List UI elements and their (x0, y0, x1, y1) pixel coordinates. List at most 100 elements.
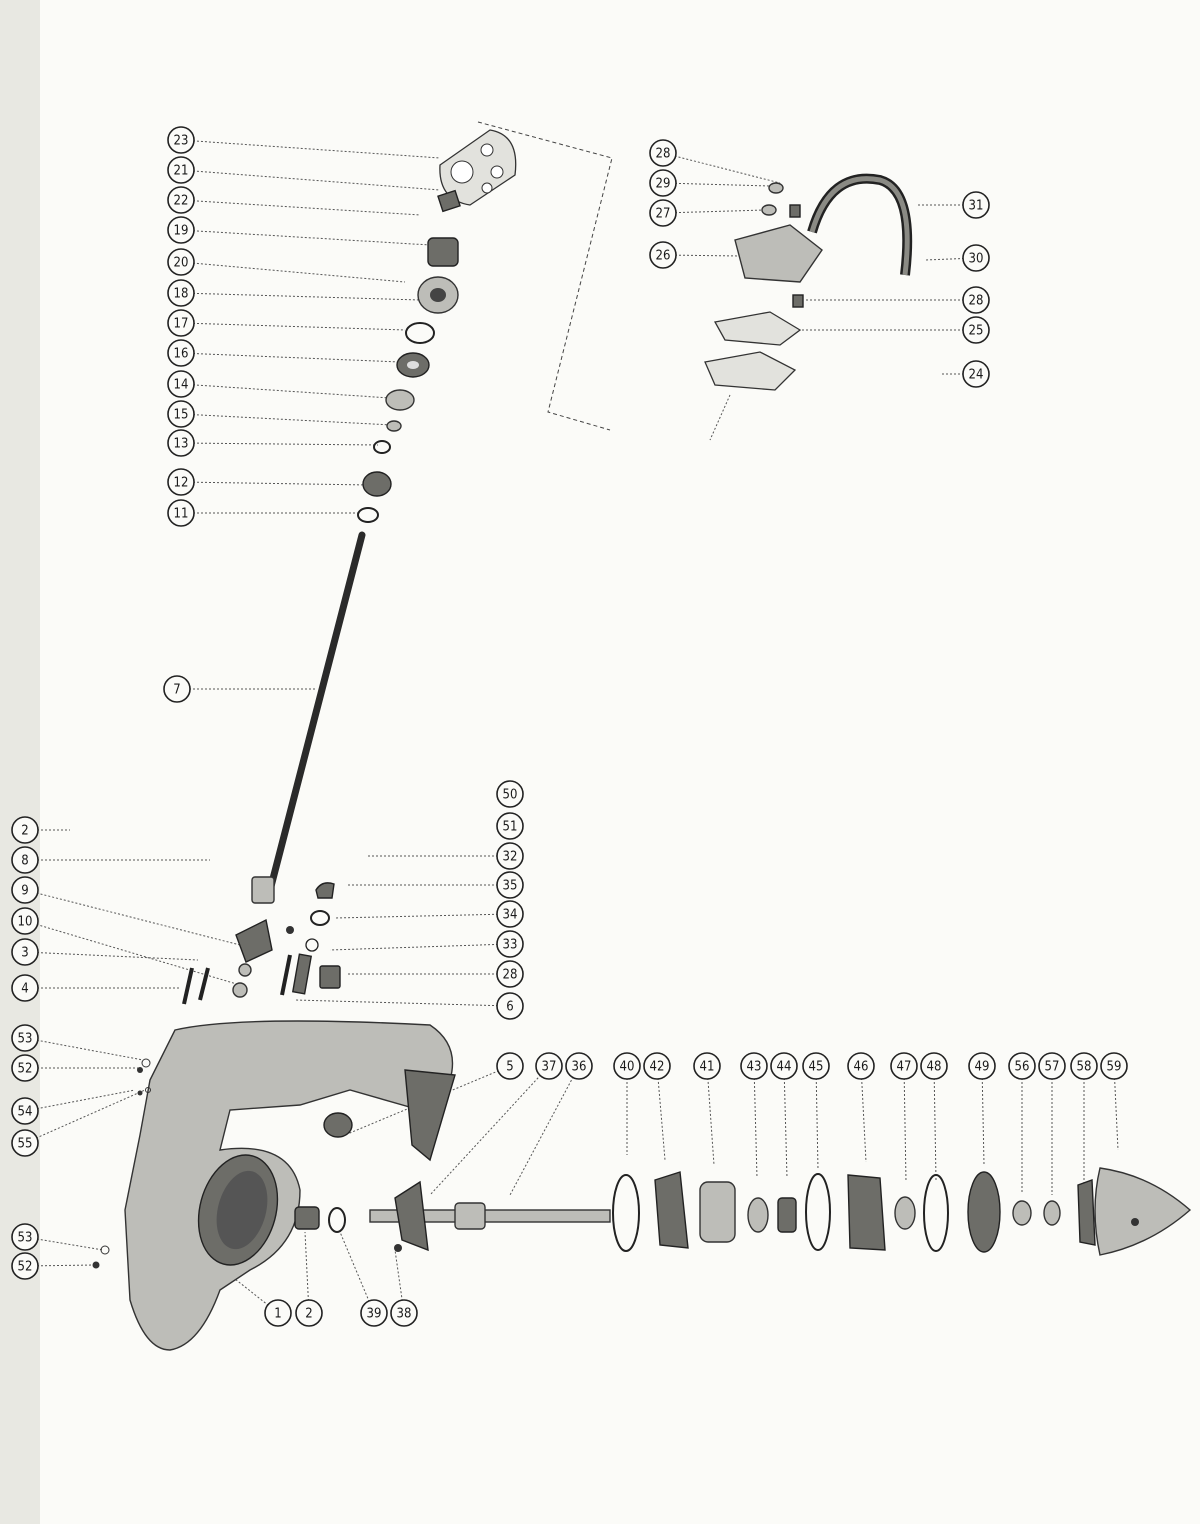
callout-c16: 16 (167, 339, 195, 367)
callout-c52b: 52 (11, 1252, 39, 1280)
callout-number: 2 (305, 1307, 312, 1322)
washer-56-part (1012, 1200, 1032, 1226)
callout-circle (496, 930, 524, 958)
callout-c40: 40 (613, 1052, 641, 1080)
callout-c29: 29 (649, 169, 677, 197)
callout-c36: 36 (565, 1052, 593, 1080)
callout-circle (962, 316, 990, 344)
callout-number: 27 (656, 207, 671, 222)
callout-c26: 26 (649, 241, 677, 269)
callout-circle (962, 360, 990, 388)
callout-number: 41 (700, 1060, 715, 1075)
callout-circle (11, 907, 39, 935)
callout-circle (962, 244, 990, 272)
callout-circle (11, 1054, 39, 1082)
callout-circle (649, 241, 677, 269)
callout-circle (11, 1252, 39, 1280)
shift-rod-part (291, 953, 313, 995)
callout-circle (11, 938, 39, 966)
callout-circle (360, 1299, 388, 1327)
leader-line-c45 (815, 1065, 819, 1171)
callout-number: 56 (1015, 1060, 1030, 1075)
callout-circle (167, 279, 195, 307)
callout-c50: 50 (496, 780, 524, 808)
callout-number: 15 (174, 408, 189, 423)
callout-circle (264, 1299, 292, 1327)
callout-number: 20 (174, 256, 189, 271)
clutch-part (454, 1202, 486, 1230)
callout-circle (167, 186, 195, 214)
leader-line-c39 (339, 1231, 375, 1314)
callout-number: 30 (969, 252, 984, 267)
callout-number: 45 (809, 1060, 824, 1075)
callout-number: 28 (503, 968, 518, 983)
leader-line-c28a (662, 152, 781, 184)
callout-number: 58 (1077, 1060, 1092, 1075)
callout-number: 8 (21, 854, 28, 869)
callout-circle (649, 139, 677, 167)
callout-number: 52 (18, 1260, 33, 1275)
callout-number: 28 (656, 147, 671, 162)
ring-13-part (373, 440, 391, 454)
callout-number: 4 (21, 982, 28, 997)
callout-number: 19 (174, 224, 189, 239)
callout-number: 50 (503, 788, 518, 803)
callout-number: 49 (975, 1060, 990, 1075)
callout-c48: 48 (920, 1052, 948, 1080)
callout-c7: 7 (163, 675, 191, 703)
callout-circle (496, 780, 524, 808)
callout-circle (693, 1052, 721, 1080)
callout-c33: 33 (496, 930, 524, 958)
callout-c13: 13 (167, 429, 195, 457)
callout-c53b: 53 (11, 1223, 39, 1251)
leader-line-c12 (180, 481, 371, 486)
callout-c24: 24 (962, 360, 990, 388)
callout-number: 40 (620, 1060, 635, 1075)
propeller-nose-cone-part (1094, 1167, 1192, 1256)
callout-circle (167, 429, 195, 457)
callout-c47: 47 (890, 1052, 918, 1080)
ring-33-part (286, 926, 294, 934)
callout-circle (962, 191, 990, 219)
callout-circle (496, 960, 524, 988)
tab-washer-part (1077, 1179, 1096, 1246)
callout-circle (890, 1052, 918, 1080)
callout-c23: 23 (167, 126, 195, 154)
washer-43-part (747, 1197, 769, 1233)
callout-c43: 43 (740, 1052, 768, 1080)
drive-shaft-part (264, 531, 366, 902)
leader-line-c9 (24, 889, 241, 946)
grommet-28-part (789, 204, 801, 218)
callout-c54: 54 (11, 1097, 39, 1125)
callout-circle (740, 1052, 768, 1080)
leader-line-c33 (329, 943, 511, 951)
callout-number: 53 (18, 1231, 33, 1246)
leader-line-c41 (706, 1065, 715, 1166)
shift-rod-6-part (280, 954, 292, 996)
callout-c35: 35 (496, 871, 524, 899)
leader-line-c44 (783, 1065, 788, 1179)
impeller-part (427, 237, 459, 267)
washer-27-part (761, 204, 777, 216)
callout-number: 26 (656, 249, 671, 264)
o-ring-48-part (923, 1174, 949, 1252)
callout-c28b: 28 (962, 286, 990, 314)
washer-15-part (386, 420, 402, 432)
leader-line-c47 (903, 1065, 907, 1183)
callout-number: 47 (897, 1060, 912, 1075)
callout-c19: 19 (167, 216, 195, 244)
grommet-28b-part (792, 294, 804, 308)
callout-c31: 31 (962, 191, 990, 219)
callout-circle (920, 1052, 948, 1080)
callout-number: 52 (18, 1062, 33, 1077)
callout-number: 23 (174, 134, 189, 149)
stud-4-part (182, 967, 194, 1005)
callout-c46: 46 (847, 1052, 875, 1080)
leader-line-c48 (933, 1065, 937, 1181)
callout-number: 57 (1045, 1060, 1060, 1075)
callout-number: 36 (572, 1060, 587, 1075)
callout-circle (11, 974, 39, 1002)
callout-c27: 27 (649, 199, 677, 227)
callout-c18: 18 (167, 279, 195, 307)
ring-34-part (305, 938, 319, 952)
